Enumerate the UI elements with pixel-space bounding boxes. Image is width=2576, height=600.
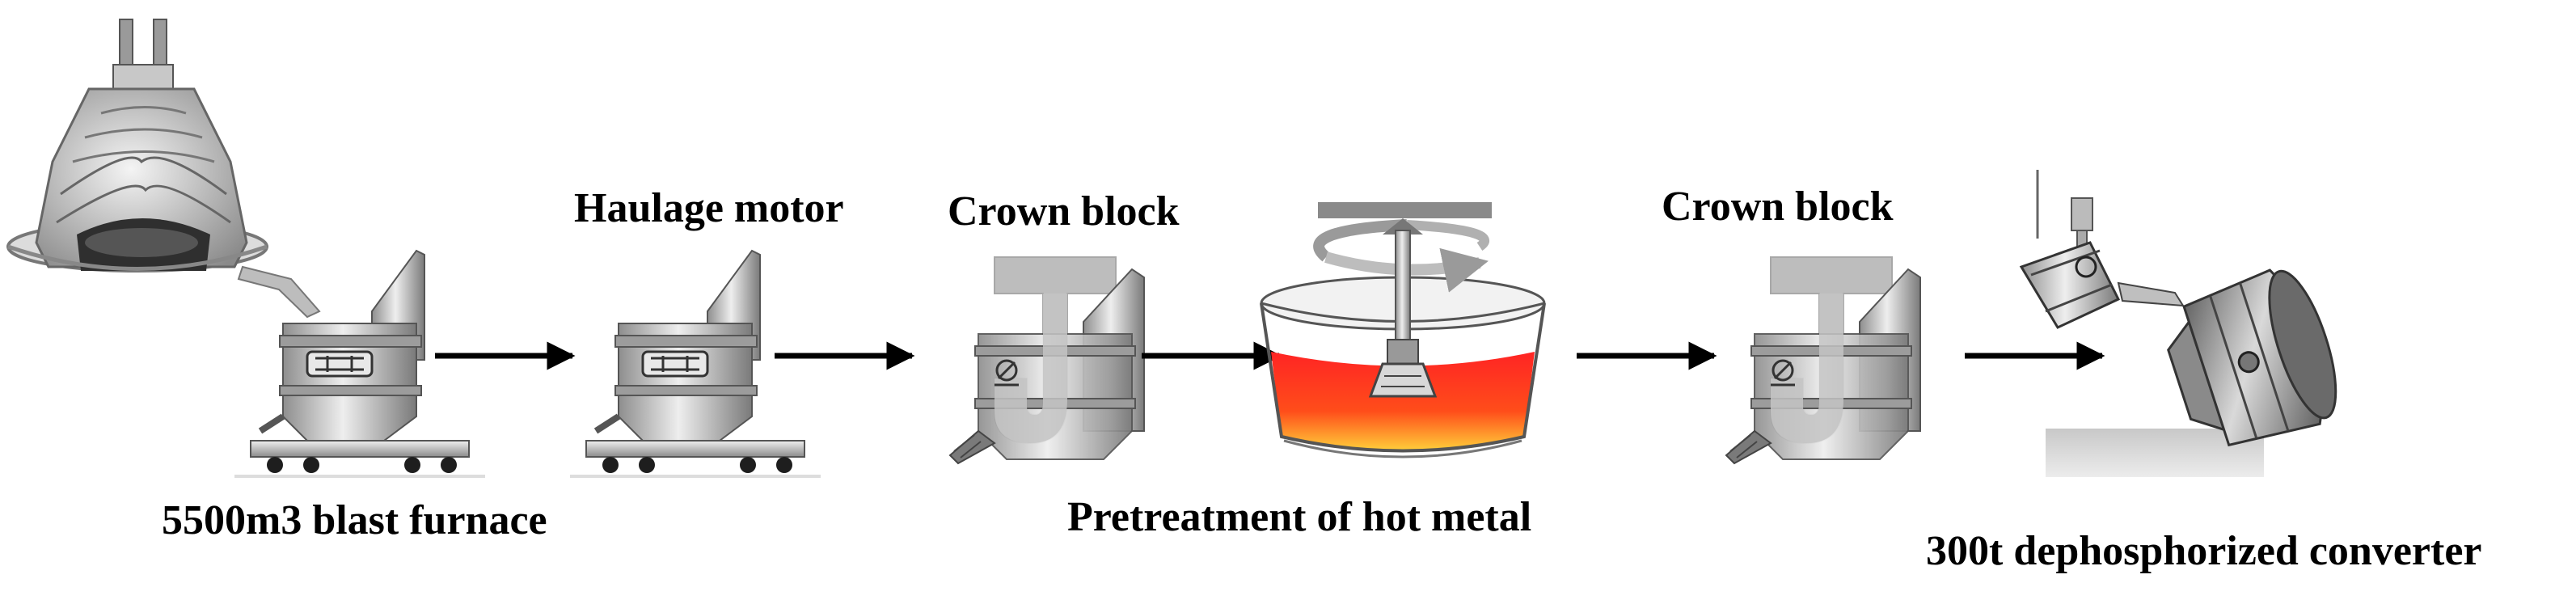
- blast-furnace-icon: [6, 19, 321, 319]
- crown-block-icon: [1725, 256, 1922, 465]
- label-pretreatment: Pretreatment of hot metal: [1067, 494, 1532, 540]
- crown-block-icon: [948, 256, 1146, 465]
- label-converter: 300t dephosphorized converter: [1926, 528, 2482, 574]
- stirrer-icon: [1313, 202, 1492, 398]
- label-crown-block-1: Crown block: [948, 188, 1180, 235]
- label-crown-block-2: Crown block: [1662, 184, 1894, 230]
- label-blast-furnace: 5500m3 blast furnace: [162, 497, 547, 543]
- label-haulage-motor: Haulage motor: [574, 185, 844, 231]
- converter-icon: [2019, 170, 2337, 477]
- torpedo-car-icon: [570, 251, 821, 478]
